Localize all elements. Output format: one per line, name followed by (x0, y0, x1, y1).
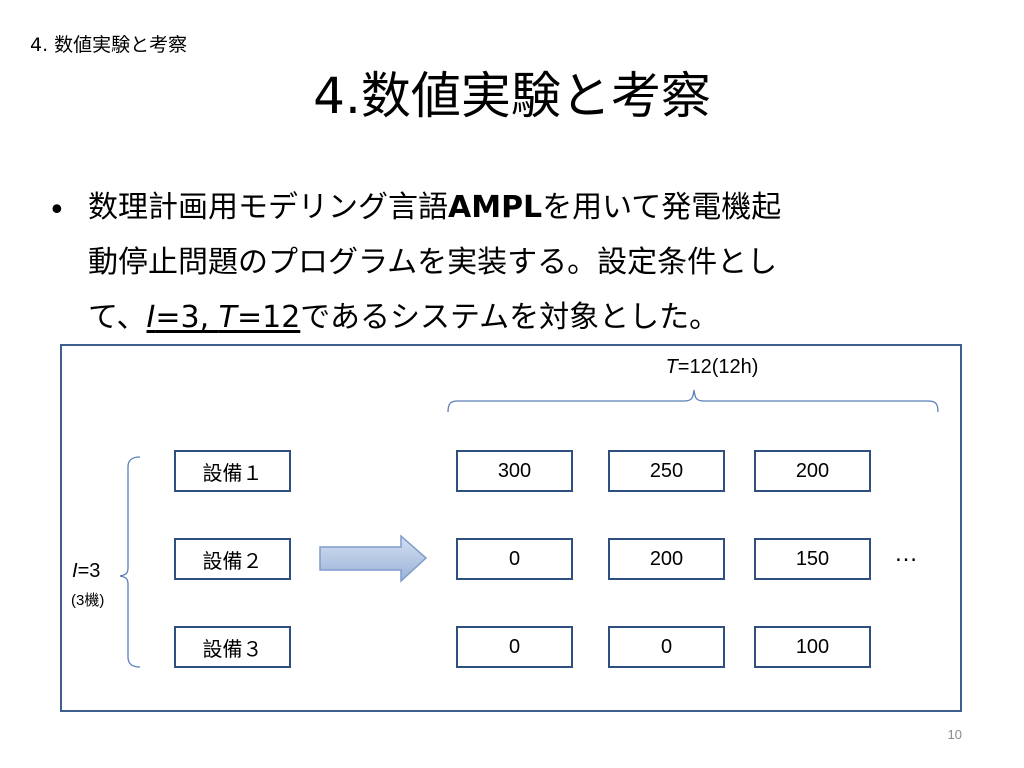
i-label-rest: =3 (77, 560, 101, 582)
i-label-var: I (72, 560, 78, 582)
diagram-decorations (119, 389, 939, 668)
t-label-rest: =12(12h) (677, 356, 759, 378)
value-box-r1-c2: 250 (608, 450, 725, 492)
t-label: T=12(12h) (662, 356, 762, 379)
ampl-term: AMPL (448, 190, 543, 225)
page-number: 10 (947, 727, 962, 742)
value-box-r2-c3: 150 (754, 538, 871, 580)
i-sublabel: (3機) (71, 592, 105, 609)
bullet-mark: • (48, 193, 66, 228)
equipment-box-3: 設備３ (174, 626, 291, 668)
i-label: I=3 (72, 560, 100, 583)
bullet-line-3: て、I=3, T=12であるシステムを対象とした。 (88, 290, 968, 345)
equipment-box-1: 設備１ (174, 450, 291, 492)
diagram-frame: T=12(12h) I=3 (3機) 設備１ 設備２ 設備３ 300 250 2… (60, 344, 962, 712)
condition-underline: I=3, T=12 (147, 300, 301, 335)
bullet-text-1c: を用いて発電機起 (542, 190, 782, 225)
ellipsis: … (894, 540, 920, 567)
bullet-text-3a: て、 (88, 300, 147, 335)
section-label: 4. 数値実験と考察 (30, 34, 188, 56)
var-i: I (146, 300, 156, 335)
slide-title: 4.数値実験と考察 (313, 67, 711, 125)
var-t-value: =12 (236, 300, 301, 335)
t-label-var: T (665, 356, 678, 378)
value-box-r3-c1: 0 (456, 626, 573, 668)
i-brace (119, 456, 141, 668)
value-box-r3-c2: 0 (608, 626, 725, 668)
value-box-r1-c1: 300 (456, 450, 573, 492)
value-box-r1-c3: 200 (754, 450, 871, 492)
bullet-line-1: 数理計画用モデリング言語AMPLを用いて発電機起 (88, 180, 968, 235)
bullet-line-2: 動停止問題のプログラムを実装する。設定条件とし (88, 245, 778, 280)
t-brace (447, 389, 939, 413)
var-i-value: =3, (155, 300, 219, 335)
var-t: T (218, 300, 237, 335)
value-box-r2-c2: 200 (608, 538, 725, 580)
bullet-text: 数理計画用モデリング言語AMPLを用いて発電機起 動停止問題のプログラムを実装す… (88, 180, 968, 345)
bullet-text-3b: であるシステムを対象とした。 (300, 300, 720, 335)
value-box-r3-c3: 100 (754, 626, 871, 668)
bullet-text-1a: 数理計画用モデリング言語 (88, 190, 448, 225)
right-arrow (319, 534, 428, 583)
value-box-r2-c1: 0 (456, 538, 573, 580)
equipment-box-2: 設備２ (174, 538, 291, 580)
